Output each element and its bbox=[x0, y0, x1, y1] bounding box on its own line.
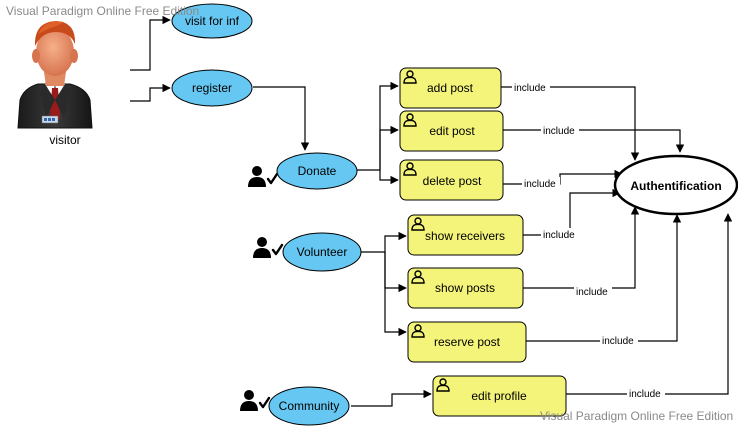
visitor-actor: visitor bbox=[17, 21, 93, 147]
action-edit-profile[interactable]: edit profile bbox=[432, 375, 567, 417]
edge-volunteer-reserve bbox=[384, 252, 407, 337]
edge-visitor-register bbox=[130, 83, 171, 102]
use-case-register[interactable]: register bbox=[171, 69, 253, 107]
include-label-editpost: include bbox=[543, 126, 575, 137]
businessman-icon bbox=[17, 21, 93, 129]
use-case-register-label: register bbox=[192, 81, 232, 95]
action-add-post-label: add post bbox=[427, 81, 474, 95]
include-label-showposts: include bbox=[576, 287, 608, 298]
user-check-icon bbox=[246, 164, 279, 189]
edge-donate-editpost bbox=[379, 125, 399, 170]
watermark-bottom: Visual Paradigm Online Free Edition bbox=[540, 409, 734, 423]
use-case-donate[interactable]: Donate bbox=[276, 152, 358, 190]
use-case-visit[interactable]: visit for inf bbox=[171, 3, 253, 39]
edge-visitor-visit bbox=[130, 15, 171, 71]
edge-register-donate bbox=[253, 86, 310, 151]
edge-volunteer-showposts bbox=[384, 252, 407, 293]
donate-role: Donate bbox=[246, 152, 358, 190]
include-label-addpost: include bbox=[514, 83, 546, 94]
include-label-editprofile: include bbox=[629, 389, 661, 400]
action-show-posts[interactable]: show posts bbox=[407, 267, 524, 309]
visitor-label: visitor bbox=[49, 133, 80, 147]
use-case-community[interactable]: Community bbox=[268, 386, 350, 426]
use-case-community-label: Community bbox=[279, 399, 340, 413]
edge-donate-deletepost bbox=[379, 170, 399, 185]
edge-include-editpost bbox=[503, 129, 685, 153]
include-label-deletepost: include bbox=[524, 179, 556, 190]
use-case-volunteer[interactable]: Volunteer bbox=[282, 232, 362, 272]
action-edit-post[interactable]: edit post bbox=[399, 110, 504, 152]
edge-community-editprofile bbox=[351, 389, 432, 407]
edge-include-editprofile bbox=[566, 213, 733, 395]
action-edit-profile-label: edit profile bbox=[471, 389, 527, 403]
community-role: Community bbox=[238, 386, 350, 426]
edge-include-showposts bbox=[523, 206, 640, 289]
volunteer-role: Volunteer bbox=[251, 232, 362, 272]
watermark-top: Visual Paradigm Online Free Edition bbox=[6, 4, 200, 18]
use-case-authentification[interactable]: Authentification bbox=[613, 154, 738, 216]
use-case-authentification-label: Authentification bbox=[630, 179, 721, 193]
edge-include-reserve bbox=[526, 214, 682, 342]
action-show-posts-label: show posts bbox=[435, 281, 495, 295]
edge-include-deletepost bbox=[503, 169, 623, 185]
include-labels: include include include include include … bbox=[512, 81, 665, 400]
edge-volunteer-receivers bbox=[361, 231, 407, 253]
action-delete-post-label: delete post bbox=[423, 174, 482, 188]
action-edit-post-label: edit post bbox=[429, 124, 475, 138]
action-add-post[interactable]: add post bbox=[399, 67, 502, 109]
action-reserve-post[interactable]: reserve post bbox=[407, 321, 527, 363]
use-case-visit-label: visit for inf bbox=[185, 14, 240, 28]
action-delete-post[interactable]: delete post bbox=[399, 159, 504, 201]
include-label-reserve: include bbox=[602, 336, 634, 347]
include-label-receivers: include bbox=[543, 230, 575, 241]
edge-donate-addpost bbox=[357, 81, 399, 171]
action-reserve-post-label: reserve post bbox=[434, 335, 501, 349]
action-show-receivers-label: show receivers bbox=[425, 229, 505, 243]
use-case-volunteer-label: Volunteer bbox=[297, 245, 348, 259]
edge-include-addpost bbox=[501, 86, 640, 161]
user-check-icon bbox=[251, 235, 284, 260]
use-case-donate-label: Donate bbox=[298, 164, 337, 178]
action-show-receivers[interactable]: show receivers bbox=[407, 214, 524, 256]
user-check-icon bbox=[238, 388, 271, 413]
